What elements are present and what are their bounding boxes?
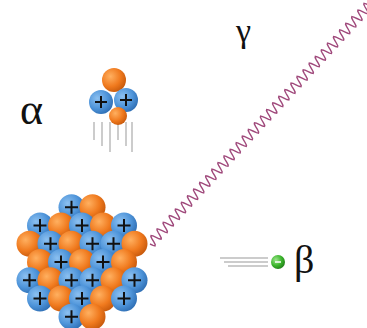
proton (89, 90, 113, 114)
motion-line (94, 122, 95, 140)
plus-sign (86, 274, 99, 287)
proton (111, 286, 137, 312)
plus-sign (34, 219, 47, 232)
electron (271, 255, 285, 269)
plus-sign (65, 274, 78, 287)
plus-sign (44, 237, 57, 250)
electron (271, 255, 285, 269)
plus-sign (65, 201, 78, 214)
plus-sign (95, 96, 107, 108)
neutron-body (109, 107, 127, 125)
motion-line (110, 122, 111, 152)
motion-line (220, 258, 268, 259)
plus-sign (128, 274, 141, 287)
radiation-label: γ (236, 14, 251, 48)
motion-line (126, 122, 127, 146)
gamma-ray (150, 3, 367, 245)
plus-sign (107, 237, 120, 250)
plus-sign (55, 256, 68, 269)
neutron-body (80, 304, 106, 328)
plus-sign (118, 292, 131, 305)
beta-motion-lines (220, 258, 268, 266)
plus-sign (120, 94, 132, 106)
motion-line (224, 262, 268, 263)
minus-sign (275, 261, 281, 263)
greek-letter: β (294, 237, 314, 282)
plus-sign (86, 237, 99, 250)
plus-sign (23, 274, 36, 287)
plus-sign (76, 292, 89, 305)
neutron (80, 304, 106, 328)
alpha-particle (89, 68, 138, 125)
alpha-motion-lines (94, 122, 132, 152)
nucleus (17, 194, 148, 328)
motion-line (132, 122, 133, 152)
electron-body (271, 255, 285, 269)
greek-letter: α (20, 85, 43, 134)
neutron (109, 107, 127, 125)
plus-sign (118, 219, 131, 232)
radiation-label: α (20, 88, 43, 132)
neutron-body (102, 68, 126, 92)
proton-body (89, 90, 113, 114)
plus-sign (65, 310, 78, 323)
gamma-wave (150, 3, 367, 245)
plus-sign (97, 256, 110, 269)
proton-body (111, 286, 137, 312)
radiation-label: β (294, 240, 314, 280)
greek-letter: γ (236, 12, 251, 49)
plus-sign (76, 219, 89, 232)
neutron (102, 68, 126, 92)
plus-sign (34, 292, 47, 305)
motion-line (102, 122, 103, 146)
motion-line (228, 266, 268, 267)
